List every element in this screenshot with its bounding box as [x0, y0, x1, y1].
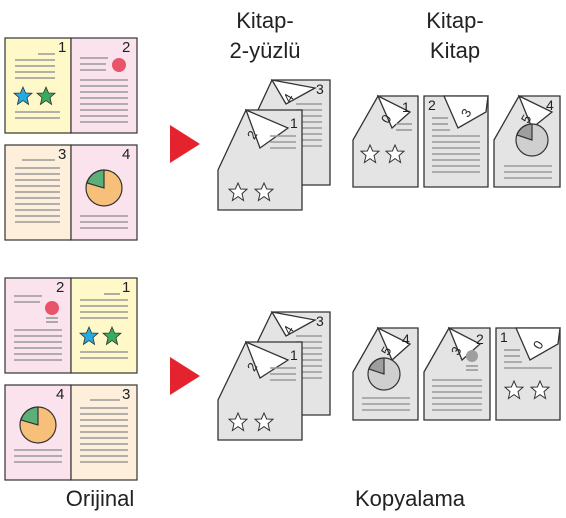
- page-number-1: 1: [58, 39, 66, 56]
- page-number-2: 2: [122, 39, 130, 56]
- arrow-right-icon-top: [170, 125, 200, 163]
- pie-chart-icon: [85, 169, 123, 207]
- copy-book-page-1-bottom: 1 0: [495, 327, 561, 421]
- arrow-right-icon-bottom: [170, 357, 200, 395]
- page-number-3: 3: [316, 81, 324, 97]
- label-book-to-book: Kitap- Kitap: [405, 6, 505, 66]
- copy-book-page-4-bottom: 4 5: [352, 326, 419, 421]
- page-number-2: 2: [56, 279, 64, 296]
- label-copying: Kopyalama: [354, 486, 466, 511]
- red-dot-icon: [112, 58, 126, 72]
- copy-duplex-stack-top: 3 4 1 2: [217, 79, 331, 211]
- original-bottom-spread-4-3: 4 3: [4, 384, 138, 481]
- page-number-3: 3: [122, 386, 130, 403]
- page-number-3: 3: [316, 313, 324, 329]
- page-number-3: 3: [58, 146, 66, 163]
- label-book-to-book-line2: Kitap: [429, 38, 481, 63]
- label-book-to-duplex-line2: 2-yüzlü: [229, 38, 301, 63]
- pie-chart-icon: [515, 123, 549, 157]
- label-original: Orijinal: [65, 486, 135, 511]
- page-number-4: 4: [402, 331, 410, 347]
- original-top-spread-3-4: 3 4: [4, 144, 138, 241]
- page-number-1: 1: [122, 279, 130, 296]
- copy-book-page-4: 4 5: [493, 94, 561, 188]
- label-book-to-duplex: Kitap- 2-yüzlü: [215, 6, 315, 66]
- page-number-1: 1: [290, 347, 298, 363]
- pie-chart-icon: [19, 406, 57, 444]
- original-bottom-spread-2-1: 2 1: [4, 277, 138, 374]
- page-number-2: 2: [476, 331, 484, 347]
- label-book-to-book-line1: Kitap-: [426, 8, 484, 33]
- copy-duplex-stack-bottom: 3 4 1 2: [217, 311, 331, 441]
- page-number-1: 1: [402, 99, 410, 115]
- label-book-to-duplex-line1: Kitap-: [236, 8, 294, 33]
- page-number-4: 4: [56, 386, 64, 403]
- page-number-1: 1: [290, 115, 298, 131]
- copy-book-page-2-3: 2 3: [423, 95, 489, 188]
- page-number-1: 1: [500, 329, 508, 345]
- page-number-4: 4: [546, 97, 554, 113]
- copy-book-page-3-2-bottom: 2 3: [423, 326, 491, 421]
- original-top-spread-1-2: 1 2: [4, 37, 138, 134]
- dot-icon: [466, 350, 478, 362]
- page-number-2: 2: [428, 97, 436, 113]
- red-dot-icon: [45, 301, 59, 315]
- pie-chart-icon: [367, 357, 401, 391]
- page-number-4: 4: [122, 146, 130, 163]
- copy-book-page-1: 1 0: [352, 94, 419, 188]
